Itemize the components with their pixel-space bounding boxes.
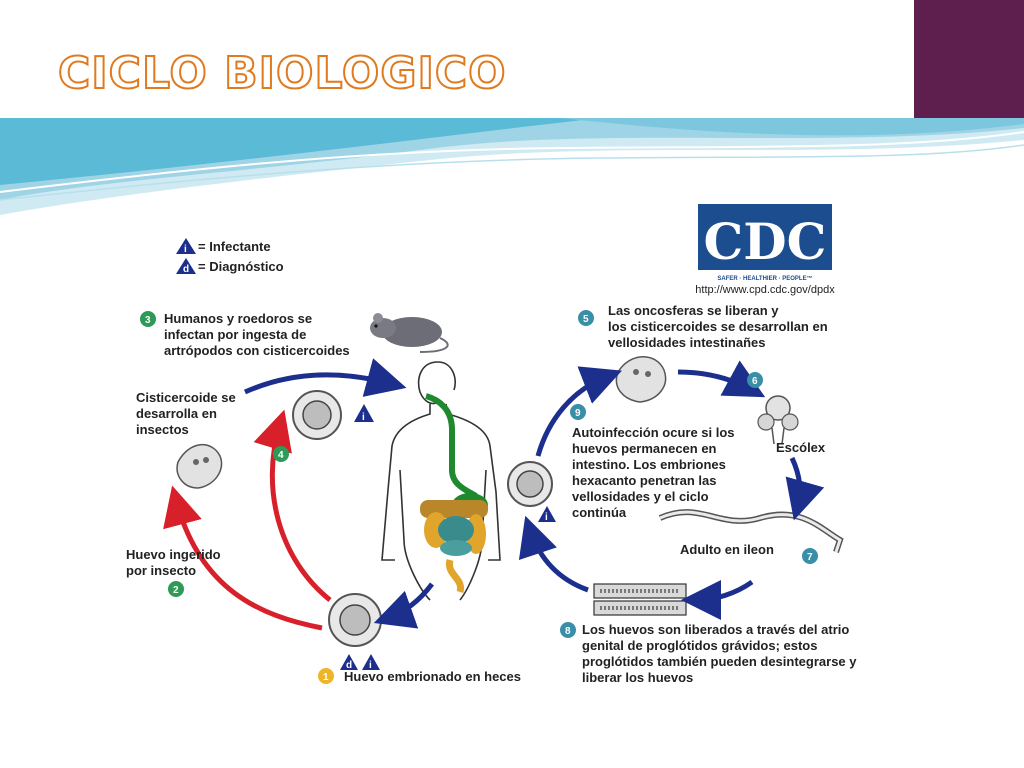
- slide-title: CICLO BIOLOGICO: [57, 48, 507, 99]
- step-badge-1: 1: [318, 668, 334, 684]
- cdc-url: http://www.cpd.cdc.gov/dpdx: [695, 284, 835, 296]
- svg-text:Los huevos son liberados a tra: Los huevos son liberados a través del at…: [582, 622, 849, 637]
- cdc-tagline: SAFER · HEALTHIER · PEOPLE™: [717, 275, 812, 282]
- svg-text:proglótidos también pueden des: proglótidos también pueden desintegrarse…: [582, 654, 857, 669]
- step-badge-2: 2: [168, 581, 184, 597]
- infectante-marker-step-4: i: [354, 404, 374, 423]
- step-badge-4: 4: [273, 446, 289, 462]
- egg-step-4: [292, 390, 342, 440]
- step-badge-9: 9: [570, 404, 586, 420]
- step-6-text: Escólex: [776, 440, 826, 455]
- svg-text:d: d: [346, 660, 352, 671]
- step-3-text: Humanos y roedoros se infectan por inges…: [164, 311, 350, 358]
- svg-text:Huevo ingerido: Huevo ingerido: [126, 547, 221, 562]
- step-badge-6: 6: [747, 372, 763, 388]
- svg-text:intestino. Los embriones: intestino. Los embriones: [572, 457, 726, 472]
- digestive-tract-icon: [420, 393, 488, 593]
- svg-text:hexacanto penetran las: hexacanto penetran las: [572, 473, 717, 488]
- arrow-scolex-to-adult: [785, 456, 825, 521]
- svg-text:liberar los huevos: liberar los huevos: [582, 670, 693, 685]
- infectante-marker-autoinfection: i: [538, 506, 556, 523]
- svg-text:i: i: [369, 660, 372, 671]
- step-1-text: Huevo embrionado en heces: [344, 669, 521, 684]
- step-9-text: Autoinfección ocure si los huevos perman…: [572, 425, 735, 520]
- svg-text:Cisticercoide se: Cisticercoide se: [136, 390, 236, 405]
- header-wave-decoration: [0, 118, 1024, 215]
- rat-icon: [370, 313, 449, 353]
- svg-text:Adulto en ileon: Adulto en ileon: [680, 542, 774, 557]
- diagnostico-triangle-icon: [176, 258, 196, 274]
- cysticercoid-in-insect: [176, 443, 223, 489]
- svg-text:i: i: [545, 512, 548, 523]
- svg-text:por insecto: por insecto: [126, 563, 196, 578]
- step-8-text: Los huevos son liberados a través del at…: [582, 622, 857, 685]
- step-5-text: Las oncosferas se liberan y los cisticer…: [608, 303, 828, 350]
- arrow-egg-to-step4: [253, 409, 332, 602]
- svg-text:4: 4: [278, 450, 284, 461]
- legend-infectante: = Infectante: [198, 239, 271, 254]
- svg-text:1: 1: [323, 672, 329, 683]
- legend: i = Infectante d = Diagnóstico: [176, 238, 284, 275]
- svg-text:2: 2: [173, 585, 179, 596]
- egg-step-1: [328, 593, 382, 647]
- human-body-icon: [381, 361, 501, 601]
- svg-text:Humanos y roedoros se: Humanos y roedoros se: [164, 311, 312, 326]
- cdc-logo: CDC SAFER · HEALTHIER · PEOPLE™ http://w…: [695, 204, 835, 296]
- step-2-text: Huevo ingerido por insecto: [126, 547, 221, 578]
- svg-text:5: 5: [583, 314, 589, 325]
- step-7-text: Adulto en ileon: [680, 542, 774, 557]
- svg-text:9: 9: [575, 408, 581, 419]
- arrow-to-oncosphere: [535, 366, 622, 457]
- svg-text:los cisticercoides se desarrol: los cisticercoides se desarrollan en: [608, 319, 828, 334]
- legend-diagnostico-mark: d: [183, 264, 189, 275]
- adult-worm-step-7: [658, 509, 844, 553]
- svg-text:genital de proglótidos grávido: genital de proglótidos grávidos; estos: [582, 638, 817, 653]
- infectante-marker-step-1: i: [362, 654, 380, 671]
- oncosphere-step-5: [615, 356, 667, 403]
- svg-text:desarrolla en: desarrolla en: [136, 406, 217, 421]
- svg-text:artrópodos con cisticercoides: artrópodos con cisticercoides: [164, 343, 350, 358]
- svg-text:Autoinfección ocure si los: Autoinfección ocure si los: [572, 425, 735, 440]
- step-badge-3: 3: [140, 311, 156, 327]
- svg-text:Huevo embrionado en heces: Huevo embrionado en heces: [344, 669, 521, 684]
- cdc-logo-text: CDC: [704, 212, 827, 271]
- legend-infectante-mark: i: [184, 244, 187, 255]
- svg-text:6: 6: [752, 376, 758, 387]
- svg-text:vellosidades intestinañes: vellosidades intestinañes: [608, 335, 766, 350]
- step-badge-8: 8: [560, 622, 576, 638]
- arrow-egg-to-insect: [163, 485, 323, 631]
- svg-text:huevos permanecen en: huevos permanecen en: [572, 441, 717, 456]
- legend-diagnostico: = Diagnóstico: [198, 259, 284, 274]
- svg-text:Escólex: Escólex: [776, 440, 826, 455]
- svg-text:continúa: continúa: [572, 505, 627, 520]
- svg-text:7: 7: [807, 552, 813, 563]
- proglottids-step-8: [593, 583, 687, 616]
- diagnostico-marker-step-1: d: [340, 654, 358, 671]
- step-badge-7: 7: [802, 548, 818, 564]
- arrow-adult-to-proglottids: [681, 579, 754, 620]
- svg-text:infectan por ingesta de: infectan por ingesta de: [164, 327, 306, 342]
- scolex-step-6: [757, 395, 799, 445]
- svg-text:i: i: [362, 412, 365, 423]
- arrow-oncosphere-to-scolex: [677, 360, 766, 398]
- arrow-proglottids-to-intestine: [518, 515, 589, 593]
- svg-text:3: 3: [145, 315, 151, 326]
- egg-autoinfection: [507, 461, 553, 507]
- svg-text:insectos: insectos: [136, 422, 189, 437]
- arrow-insect-to-human: [243, 358, 407, 397]
- step-badge-5: 5: [578, 310, 594, 326]
- arrow-human-to-egg: [373, 582, 434, 629]
- svg-text:vellosidades y el ciclo: vellosidades y el ciclo: [572, 489, 709, 504]
- cisticercoide-text: Cisticercoide se desarrolla en insectos: [136, 390, 236, 437]
- corner-decoration: [914, 0, 1024, 118]
- infectante-triangle-icon: [176, 238, 196, 254]
- svg-text:8: 8: [565, 626, 571, 637]
- svg-text:Las oncosferas se liberan y: Las oncosferas se liberan y: [608, 303, 779, 318]
